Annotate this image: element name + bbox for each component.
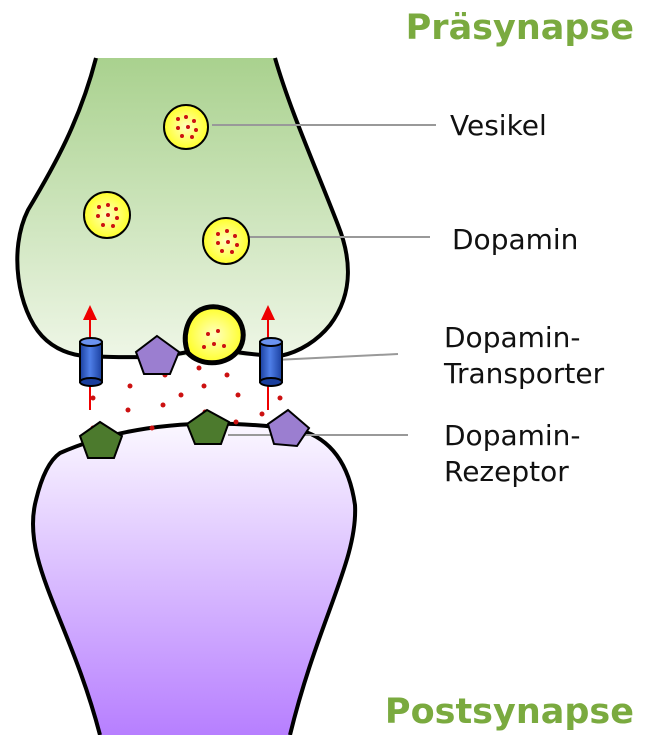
receptor-label-line2: Rezeptor (444, 454, 581, 490)
dopamine-label: Dopamin (452, 222, 578, 258)
transporter-label-line2: Transporter (444, 356, 604, 392)
vesicle-3 (203, 218, 249, 264)
receptor-label: Dopamin- Rezeptor (444, 418, 581, 490)
dopamine-transporter-right (260, 338, 282, 386)
transporter-label-line1: Dopamin- (444, 320, 604, 356)
presynapse-terminal (17, 58, 348, 356)
postsynapse-heading: Postsynapse (385, 692, 634, 732)
dopamine-transporter-left (80, 338, 102, 386)
released-dopamine (91, 366, 283, 431)
transporter-label: Dopamin- Transporter (444, 320, 604, 392)
fusing-vesicle (185, 307, 243, 363)
vesicle-1 (164, 105, 208, 149)
receptor-label-line1: Dopamin- (444, 418, 581, 454)
vesicle-label: Vesikel (450, 108, 547, 144)
dopamine-receptor-center (187, 410, 229, 444)
dopamine-receptor-left (80, 422, 122, 458)
postsynapse-terminal (33, 424, 355, 735)
transporter-leader-line (275, 354, 398, 360)
presynapse-heading: Präsynapse (406, 8, 634, 48)
vesicle-2 (84, 192, 130, 238)
